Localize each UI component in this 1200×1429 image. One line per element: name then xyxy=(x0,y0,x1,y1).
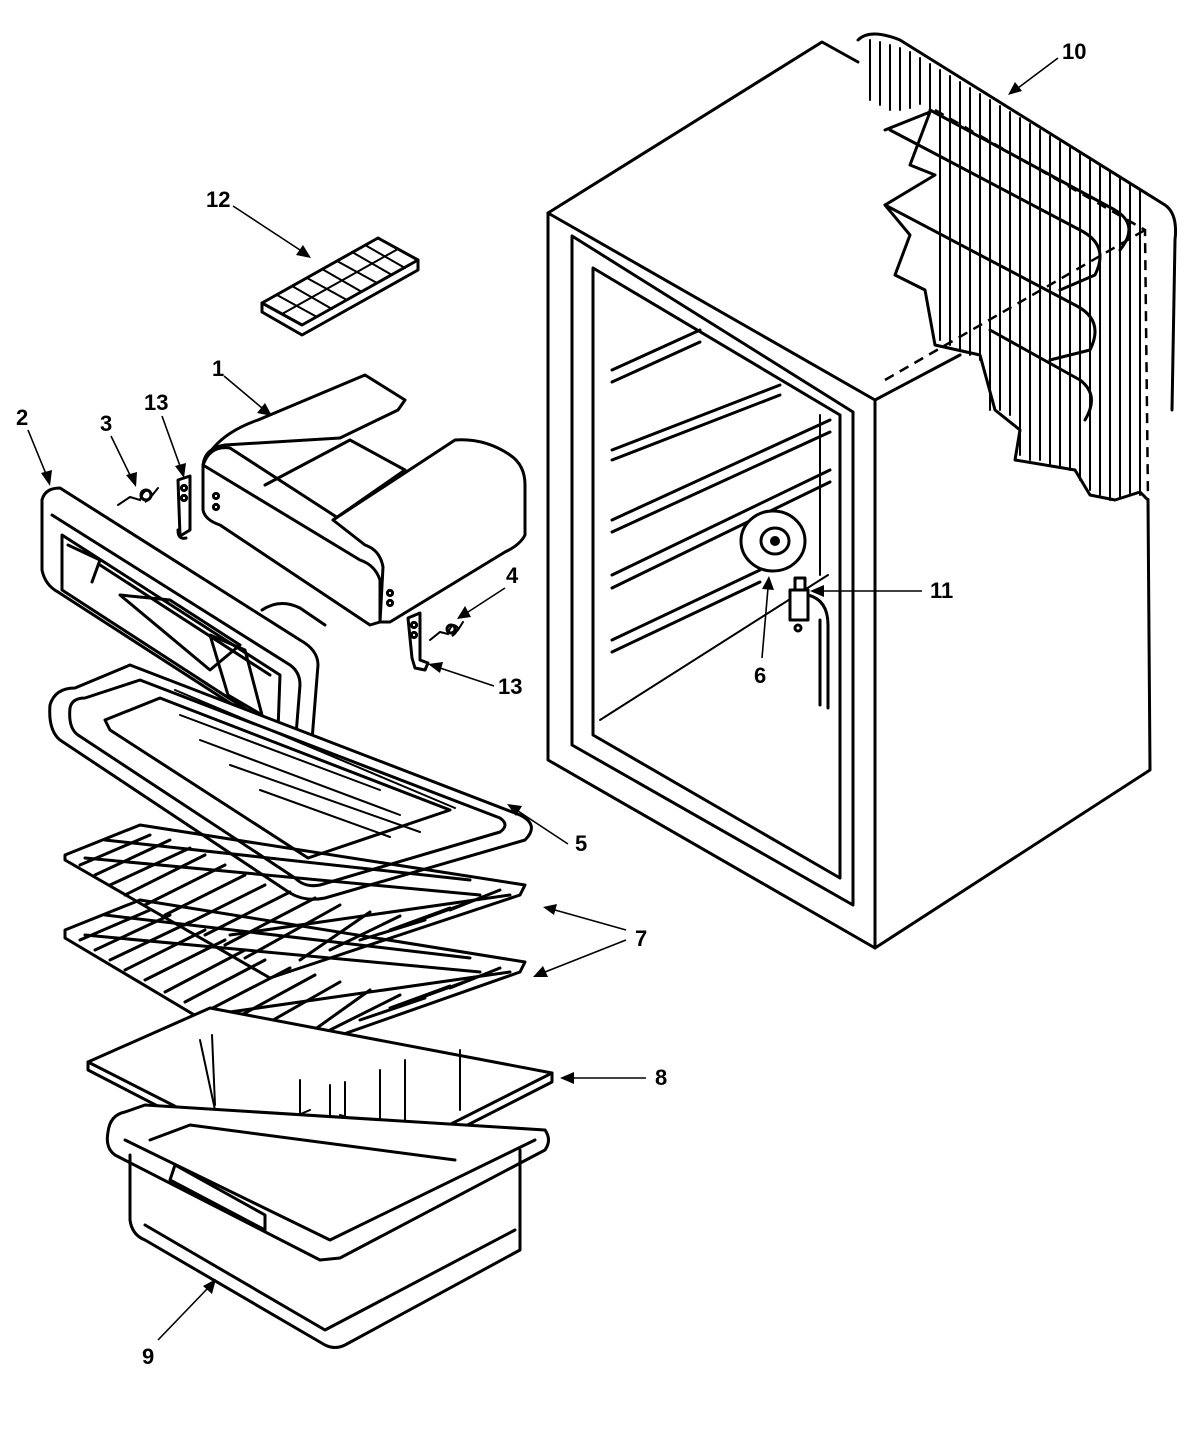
callout-10-label: 10 xyxy=(1062,39,1086,64)
callout-7: 7 xyxy=(533,904,647,977)
callout-2: 2 xyxy=(16,405,52,486)
callout-9-label: 9 xyxy=(142,1344,154,1369)
ice-cube-tray xyxy=(260,236,420,337)
callout-5: 5 xyxy=(507,804,587,856)
callout-10: 10 xyxy=(1008,39,1086,95)
thermostat-dial xyxy=(739,509,807,573)
hinge-right xyxy=(406,611,430,672)
cabinet xyxy=(546,32,1177,950)
callout-13-bottom: 13 xyxy=(428,662,522,699)
callout-4: 4 xyxy=(457,563,519,619)
spring-right xyxy=(429,621,464,641)
spring-left xyxy=(117,487,159,506)
callout-7-label: 7 xyxy=(635,926,647,951)
callout-1-label: 1 xyxy=(212,356,224,381)
crisper-pan xyxy=(105,1103,550,1349)
callout-12: 12 xyxy=(206,187,311,258)
callout-3: 3 xyxy=(100,411,137,487)
callout-6: 6 xyxy=(754,576,774,688)
callout-8: 8 xyxy=(560,1065,667,1090)
condenser-coil-back-panel xyxy=(856,32,1177,502)
callout-4-label: 4 xyxy=(506,563,519,588)
callout-11: 11 xyxy=(810,578,953,603)
thermostat-sensor xyxy=(788,576,830,710)
callout-11-label: 11 xyxy=(930,578,953,603)
drip-tray xyxy=(48,602,533,901)
callout-2-label: 2 xyxy=(16,405,28,430)
callout-9: 9 xyxy=(142,1279,216,1369)
wire-shelf-upper xyxy=(63,823,527,980)
callout-13-top: 13 xyxy=(144,390,186,478)
hinge-left xyxy=(176,474,192,540)
callout-13-top-label: 13 xyxy=(144,390,168,415)
callout-1: 1 xyxy=(212,356,272,416)
callout-13-bottom-label: 13 xyxy=(498,674,522,699)
callout-5-label: 5 xyxy=(575,831,587,856)
callout-12-label: 12 xyxy=(206,187,230,212)
freezer-evaporator xyxy=(201,373,527,627)
callout-6-label: 6 xyxy=(754,663,766,688)
wire-shelf-lower xyxy=(63,898,527,1062)
callout-3-label: 3 xyxy=(100,411,112,436)
callout-8-label: 8 xyxy=(655,1065,667,1090)
